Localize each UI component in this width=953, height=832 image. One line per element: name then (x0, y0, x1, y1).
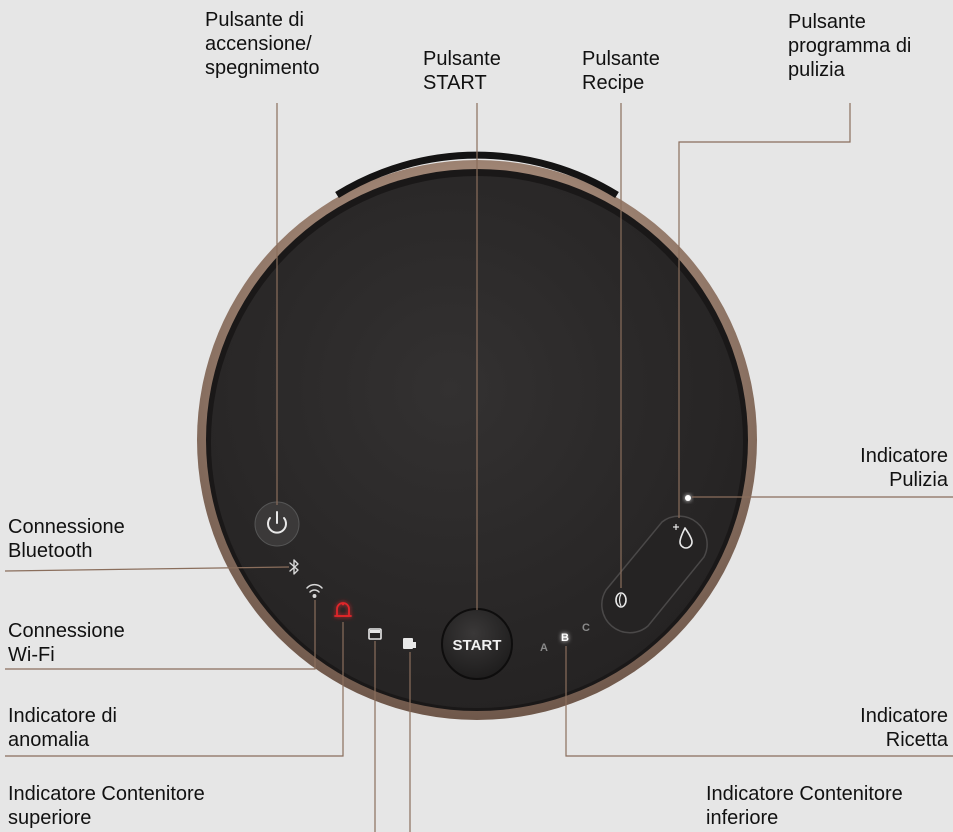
label-upper-container: Indicatore Contenitore superiore (8, 783, 205, 829)
leader-lines (4, 103, 953, 832)
leader-wifi (5, 600, 316, 670)
wifi-icon (306, 583, 323, 598)
lower-container-icon (403, 638, 416, 649)
label-recipe-button: Pulsante Recipe (582, 48, 660, 94)
recipe-b-label: B (561, 632, 569, 644)
label-power-button: Pulsante di accensione/ spegnimento (205, 9, 320, 79)
leader-bluetooth (4, 566, 290, 572)
recipe-button[interactable] (615, 592, 627, 608)
bluetooth-icon (289, 559, 299, 575)
label-lower-container: Indicatore Contenitore inferiore (706, 783, 903, 829)
leader-anomaly (5, 622, 344, 757)
recipe-c-label: C (582, 622, 590, 634)
label-cleaning-indicator: Indicatore Pulizia (860, 445, 948, 491)
power-button[interactable] (254, 501, 300, 547)
coffee-bean-icon (615, 592, 627, 608)
alert-icon (334, 602, 352, 617)
label-wifi: Connessione Wi-Fi (8, 620, 125, 666)
start-button-label: START (453, 637, 502, 654)
recipe-a-label: A (540, 642, 548, 654)
label-anomaly: Indicatore di anomalia (8, 705, 117, 751)
cleaning-indicator-dot (685, 495, 691, 501)
cleaning-program-button[interactable] (673, 524, 693, 549)
start-button[interactable]: START (441, 608, 513, 680)
leader-recipe-indicator (565, 646, 953, 757)
label-cleaning-program-button: Pulsante programma di pulizia (788, 11, 912, 81)
water-drop-icon (673, 524, 693, 549)
label-bluetooth: Connessione Bluetooth (8, 516, 125, 562)
label-start-button: Pulsante START (423, 48, 501, 94)
leader-cleaning-program (678, 103, 851, 518)
upper-container-icon (368, 628, 382, 640)
label-recipe-indicator: Indicatore Ricetta (860, 705, 948, 751)
power-icon (267, 511, 287, 534)
